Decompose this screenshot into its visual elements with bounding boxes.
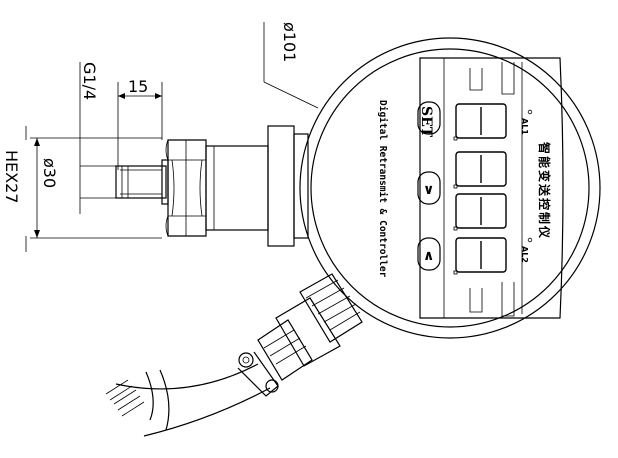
thread-fitting	[115, 159, 169, 205]
front-panel	[419, 57, 564, 319]
down-button[interactable]: ∨	[417, 171, 441, 205]
hex-label: HEX27	[2, 150, 21, 203]
neck	[205, 125, 309, 247]
thread-length-label: 15	[128, 77, 148, 96]
thread-label: G1/4	[80, 62, 99, 100]
panel-title-en: Digital Retransmit & Controller	[377, 100, 388, 278]
up-button[interactable]: ∧	[417, 237, 441, 271]
gauge-case	[299, 37, 601, 339]
alarm1-label: AL1	[520, 118, 529, 135]
set-button-label: SET	[418, 106, 434, 138]
down-button-icon: ∨	[423, 182, 434, 198]
alarm2-label: AL2	[520, 246, 529, 263]
segment-display	[453, 103, 507, 275]
digit-3	[453, 193, 507, 231]
cable	[105, 363, 271, 437]
body-dimension: ø30 HEX27	[2, 126, 162, 252]
diameter-101-callout: ø101	[263, 22, 319, 109]
thread-length-dimension: 15	[117, 77, 163, 170]
set-button[interactable]: SET	[417, 101, 441, 138]
diameter-101-label: ø101	[280, 22, 299, 62]
digit-2	[453, 151, 507, 189]
cable-connector	[237, 273, 363, 397]
up-button-icon: ∧	[423, 248, 434, 264]
diameter-30-label: ø30	[40, 158, 59, 188]
hex-nut	[165, 139, 207, 237]
panel-title-cn: 智能变送控制仪	[537, 141, 552, 240]
digit-4	[453, 237, 507, 275]
digit-1	[453, 103, 507, 141]
